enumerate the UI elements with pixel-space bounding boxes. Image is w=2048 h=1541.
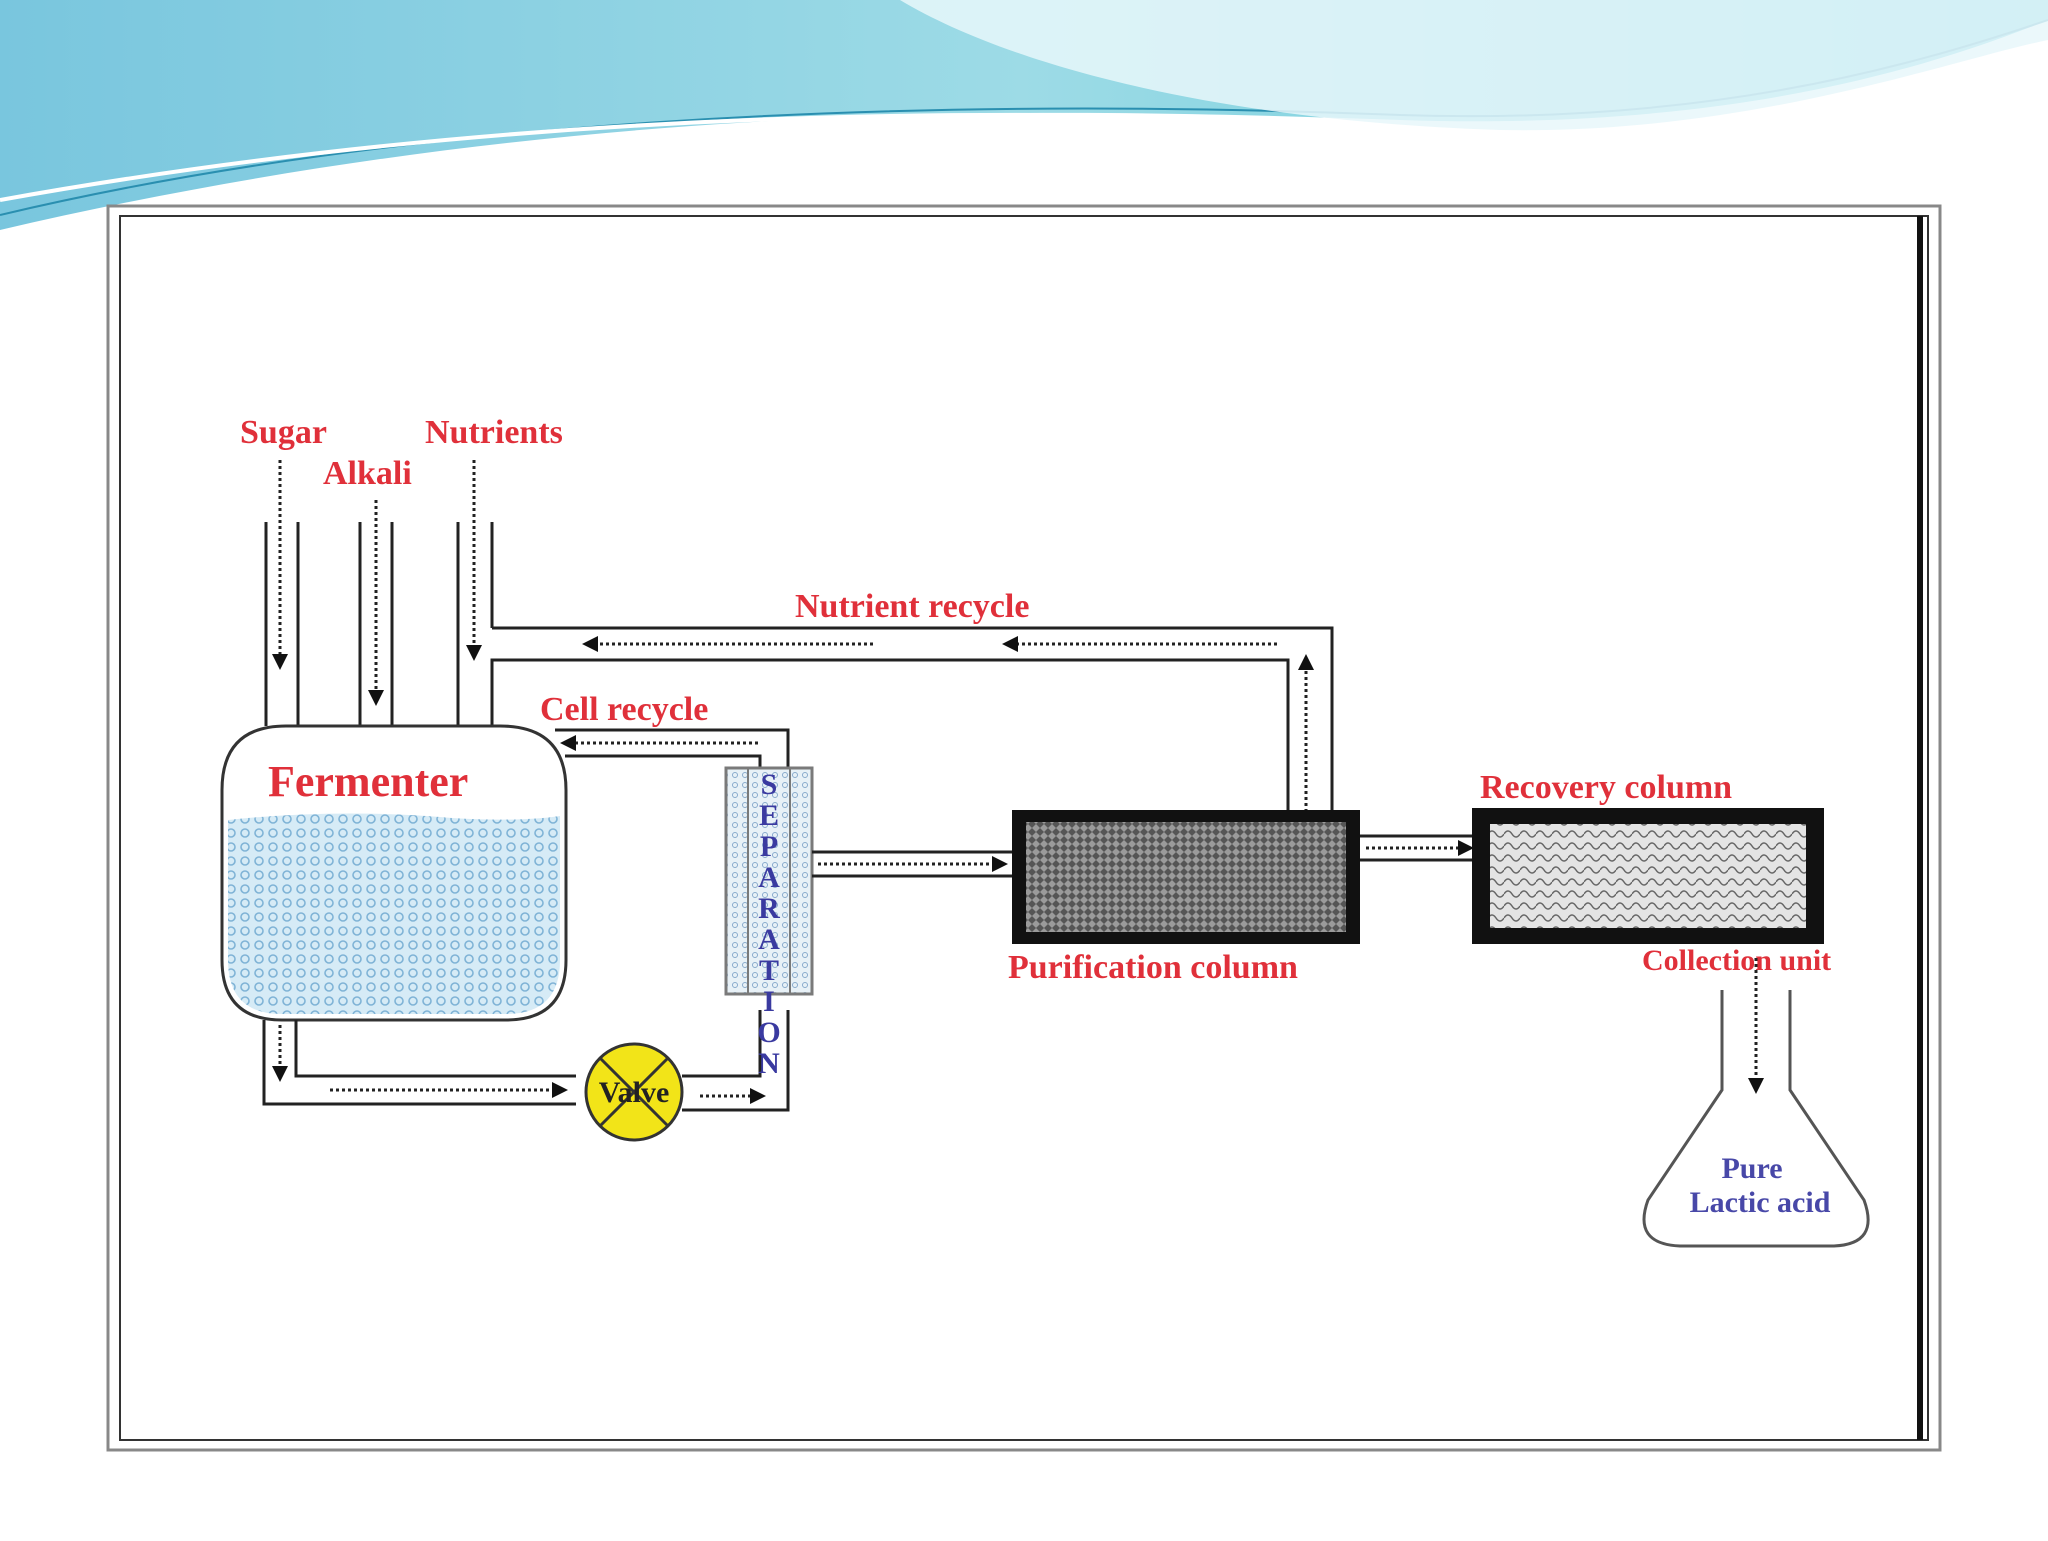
recovery-column	[1472, 808, 1824, 944]
purification-column-label: Purification column	[1008, 949, 1298, 986]
recovery-column-label: Recovery column	[1480, 769, 1732, 806]
cell-recycle-label: Cell recycle	[540, 691, 708, 728]
cell-recycle-pipe	[555, 728, 790, 768]
nutrient-recycle-label: Nutrient recycle	[795, 588, 1029, 625]
separation-letter: S	[761, 768, 778, 801]
collection-unit-label: Collection unit	[1642, 944, 1831, 977]
separation-letter: N	[758, 1047, 780, 1080]
separation-letter: P	[760, 830, 778, 863]
nutrient-recycle-pipe	[490, 626, 1334, 812]
alkali-label: Alkali	[323, 455, 412, 492]
valve	[584, 1042, 684, 1142]
fermenter-vessel	[220, 724, 568, 1022]
sugar-inlet-pipe	[264, 460, 300, 726]
purification-column	[1012, 810, 1360, 944]
nutrients-label: Nutrients	[425, 414, 563, 451]
separation-letter: I	[763, 985, 775, 1018]
separation-letter: O	[757, 1016, 780, 1049]
fermenter-label: Fermenter	[268, 757, 468, 806]
separation-to-purification-pipe	[812, 850, 1012, 878]
separation-column	[724, 766, 814, 996]
flask-label-line1: Pure	[1721, 1152, 1782, 1185]
collection-flask	[1642, 958, 1870, 1248]
sugar-label: Sugar	[240, 414, 327, 451]
nutrients-inlet-pipe	[456, 460, 494, 726]
separation-letter: T	[759, 954, 779, 987]
header-wave	[0, 0, 2048, 230]
fermenter-outlet-pipe	[262, 1020, 576, 1106]
valve-outlet-pipe	[682, 1010, 790, 1112]
valve-label: Valve	[599, 1076, 670, 1109]
separation-letter: A	[758, 923, 780, 956]
flask-label-line2: Lactic acid	[1690, 1186, 1831, 1219]
fermenter-liquid	[228, 813, 560, 1014]
alkali-inlet-pipe	[358, 500, 394, 726]
purification-to-recovery-pipe	[1360, 834, 1476, 862]
separation-letter: A	[758, 861, 780, 894]
separation-letter: R	[758, 892, 780, 925]
separation-letter: E	[759, 799, 779, 832]
